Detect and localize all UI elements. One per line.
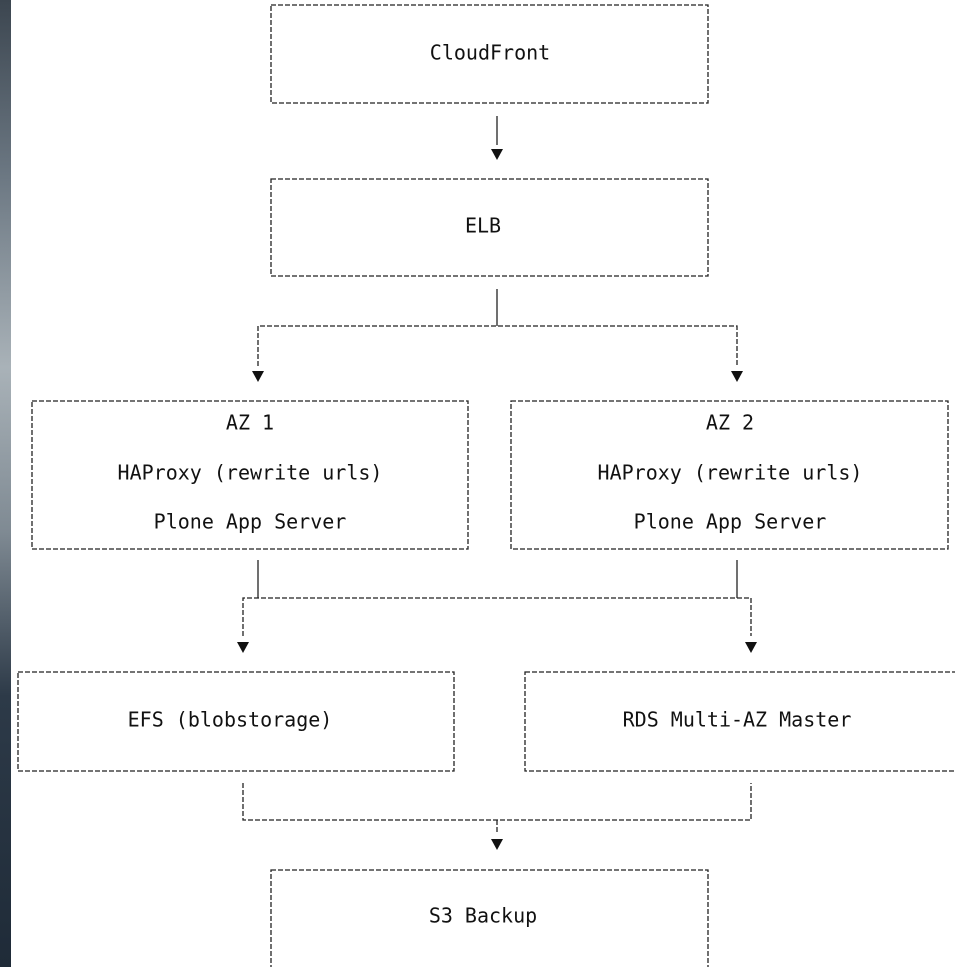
arrowhead-icon [252,371,264,382]
az1-box [31,400,469,550]
background-edge-strip [0,0,11,967]
efs-box [17,671,455,772]
az2-plone-label: Plone App Server [634,510,827,534]
edge-az-storage-split [237,560,757,653]
efs-node: EFS (blobstorage) [17,671,455,772]
efs-label: EFS (blobstorage) [128,708,333,732]
s3-node: S3 Backup [270,869,709,967]
rds-node: RDS Multi-AZ Master [524,671,955,772]
arrowhead-icon [237,642,249,653]
az1-haproxy-label: HAProxy (rewrite urls) [118,461,383,485]
az2-box [510,400,949,550]
az1-title: AZ 1 [226,411,274,435]
arrowhead-icon [731,371,743,382]
az2-title: AZ 2 [706,411,754,435]
rds-box [524,671,955,772]
az1-plone-label: Plone App Server [154,510,347,534]
elb-box [270,178,709,277]
arrowhead-icon [491,149,503,160]
edge-elb-az-split [252,289,743,382]
edge-cloudfront-elb [491,116,503,160]
az1-node: AZ 1 HAProxy (rewrite urls) Plone App Se… [31,400,469,550]
cloudfront-label: CloudFront [430,41,550,65]
rds-label: RDS Multi-AZ Master [623,708,852,732]
az2-node: AZ 2 HAProxy (rewrite urls) Plone App Se… [510,400,949,550]
s3-box [270,869,709,967]
elb-label: ELB [465,214,501,238]
edge-storage-s3-merge [242,783,752,850]
cloudfront-node: CloudFront [270,4,709,104]
arrowhead-icon [491,839,503,850]
s3-label: S3 Backup [429,904,537,928]
az2-haproxy-label: HAProxy (rewrite urls) [598,461,863,485]
cloudfront-box [270,4,709,104]
arrowhead-icon [745,642,757,653]
elb-node: ELB [270,178,709,277]
